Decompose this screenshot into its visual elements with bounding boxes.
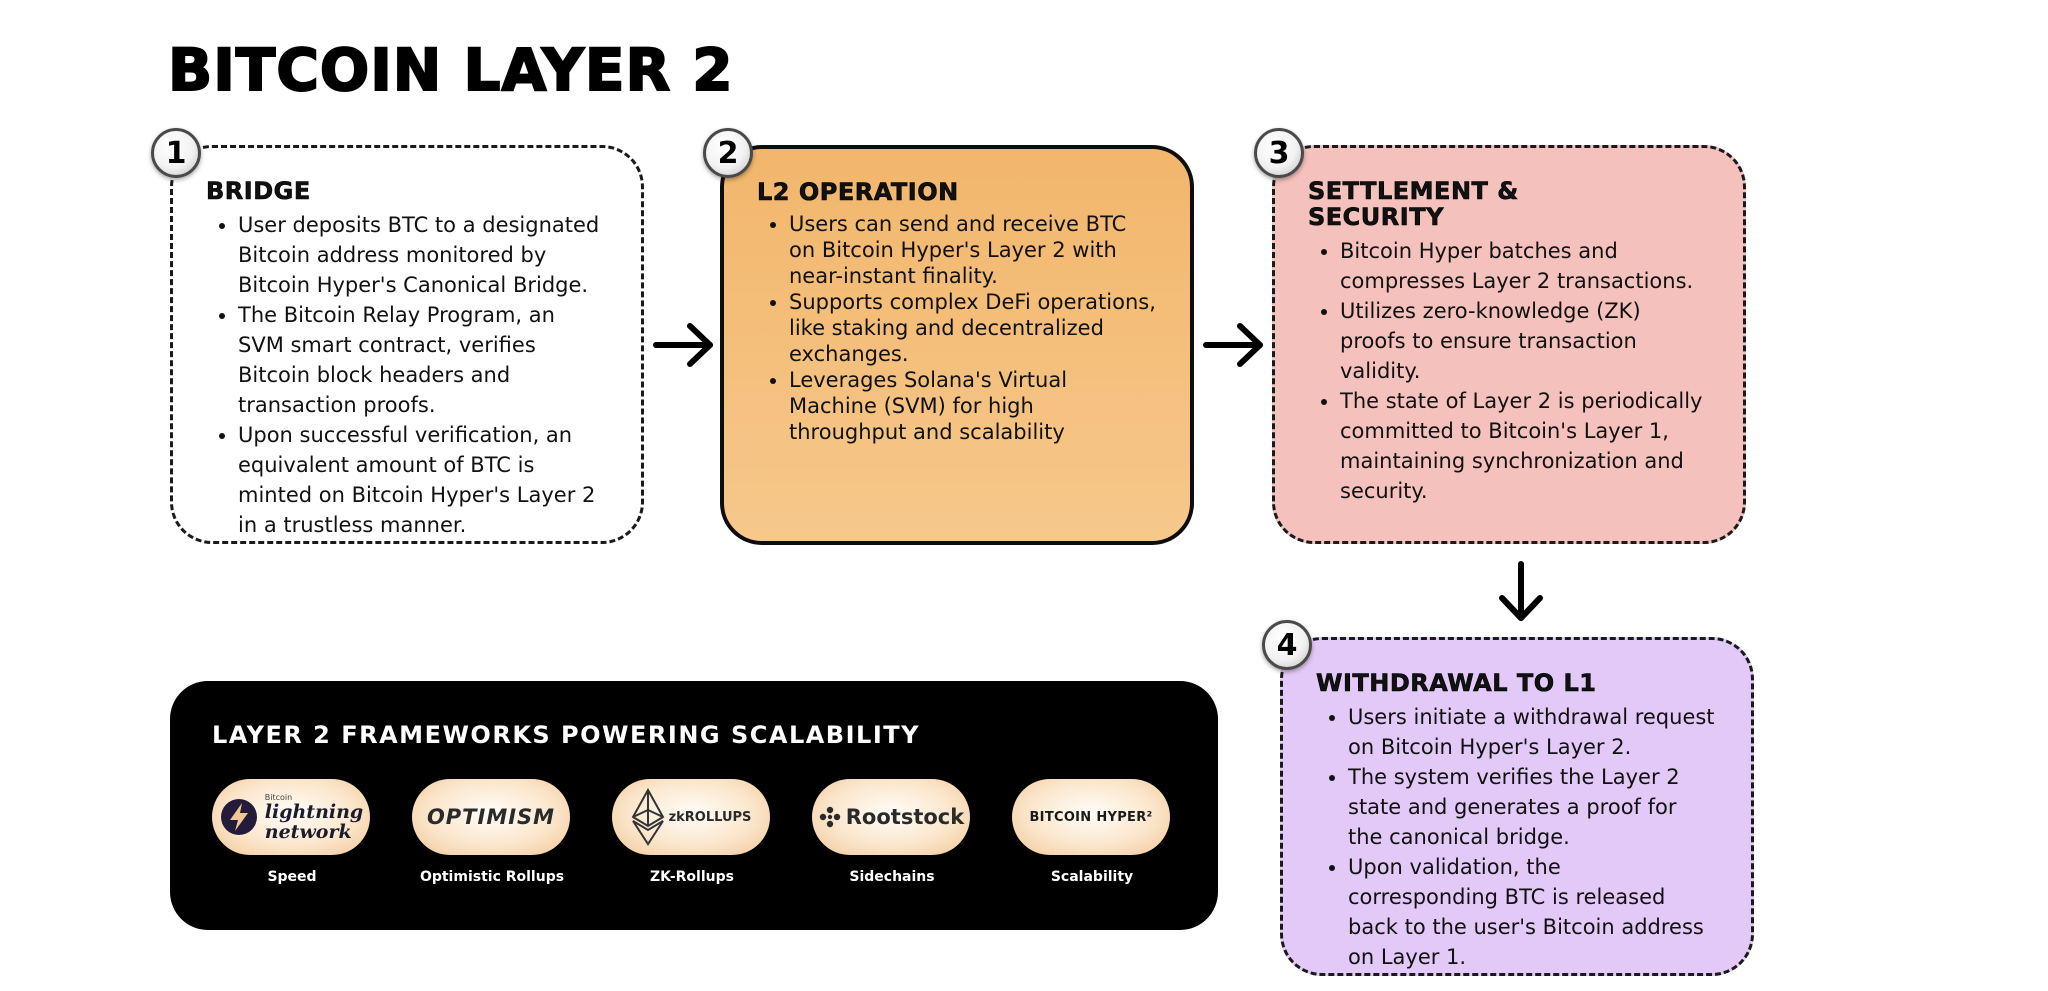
step-heading: BRIDGE <box>206 177 311 205</box>
step-heading: SETTLEMENT & SECURITY <box>1308 177 1519 231</box>
logo-text: BITCOIN HYPER² <box>1029 809 1153 825</box>
framework-item-rootstock: Rootstock Sidechains <box>812 779 972 885</box>
frameworks-panel: LAYER 2 FRAMEWORKS POWERING SCALABILITY … <box>170 681 1218 930</box>
logo-text: zkROLLUPS <box>668 809 752 825</box>
step-bullet: The state of Layer 2 is periodically com… <box>1340 386 1709 506</box>
page-title: BITCOIN LAYER 2 <box>167 35 734 105</box>
step-bullet: Users initiate a withdrawal request on B… <box>1348 702 1717 762</box>
logo-text: network <box>264 820 352 843</box>
arrow-right-icon <box>1203 323 1263 367</box>
step-number-badge: 1 <box>151 128 201 178</box>
step-card-settlement-security: SETTLEMENT & SECURITY Bitcoin Hyper batc… <box>1272 145 1746 544</box>
step-card-withdrawal: WITHDRAWAL TO L1 Users initiate a withdr… <box>1280 637 1754 976</box>
step-heading: WITHDRAWAL TO L1 <box>1316 669 1597 697</box>
step-bullet: The Bitcoin Relay Program, an SVM smart … <box>238 300 607 420</box>
step-number-badge: 4 <box>1262 620 1312 670</box>
step-bullet: Bitcoin Hyper batches and compresses Lay… <box>1340 236 1709 296</box>
step-card-bridge: BRIDGE User deposits BTC to a designated… <box>170 145 644 544</box>
arrow-right-icon <box>653 323 713 367</box>
step-card-l2-operation: L2 OPERATION Users can send and receive … <box>720 145 1194 545</box>
logo-text-small: Bitcoin <box>264 792 293 802</box>
arrow-down-icon <box>1499 561 1543 621</box>
step-bullet: Upon successful verification, an equival… <box>238 420 607 540</box>
framework-item-bitcoin-hyper: BITCOIN HYPER² Scalability <box>1012 779 1172 885</box>
step-bullet-list: User deposits BTC to a designated Bitcoi… <box>206 210 607 540</box>
logo-text: Rootstock <box>845 805 965 829</box>
framework-item-lightning: Bitcoin lightning network Speed <box>212 779 372 885</box>
rootstock-logo: Rootstock <box>812 779 970 855</box>
step-bullet: User deposits BTC to a designated Bitcoi… <box>238 210 607 300</box>
step-bullet: Supports complex DeFi operations, like s… <box>789 289 1156 367</box>
framework-item-optimism: OPTIMISM Optimistic Rollups <box>412 779 572 885</box>
lightning-network-logo: Bitcoin lightning network <box>212 779 370 855</box>
frameworks-title: LAYER 2 FRAMEWORKS POWERING SCALABILITY <box>212 721 920 749</box>
step-bullet: Users can send and receive BTC on Bitcoi… <box>789 211 1156 289</box>
step-number-badge: 2 <box>703 128 753 178</box>
step-number-badge: 3 <box>1254 128 1304 178</box>
step-bullet-list: Users can send and receive BTC on Bitcoi… <box>757 211 1156 445</box>
framework-item-zkrollups: zkROLLUPS ZK-Rollups <box>612 779 772 885</box>
step-bullet: Upon validation, the corresponding BTC i… <box>1348 852 1717 972</box>
framework-label: Speed <box>267 869 317 885</box>
framework-label: Optimistic Rollups <box>419 869 565 885</box>
zkrollups-logo: zkROLLUPS <box>612 779 770 855</box>
step-bullet: The system verifies the Layer 2 state an… <box>1348 762 1717 852</box>
step-heading: L2 OPERATION <box>757 178 959 206</box>
bitcoin-hyper-logo: BITCOIN HYPER² <box>1012 779 1170 855</box>
step-bullet: Utilizes zero-knowledge (ZK) proofs to e… <box>1340 296 1709 386</box>
rootstock-icon <box>819 806 840 828</box>
logo-text: OPTIMISM <box>426 805 556 829</box>
lightning-bolt-icon <box>220 799 257 835</box>
optimism-logo: OPTIMISM <box>412 779 570 855</box>
ethereum-diamond-icon <box>631 788 664 846</box>
framework-label: Scalability <box>1050 869 1134 885</box>
step-bullet: Leverages Solana's Virtual Machine (SVM)… <box>789 367 1156 445</box>
step-bullet-list: Users initiate a withdrawal request on B… <box>1316 702 1717 972</box>
logo-text: lightning <box>264 800 364 823</box>
framework-label: Sidechains <box>849 869 935 885</box>
step-bullet-list: Bitcoin Hyper batches and compresses Lay… <box>1308 236 1709 506</box>
framework-label: ZK-Rollups <box>650 869 734 885</box>
